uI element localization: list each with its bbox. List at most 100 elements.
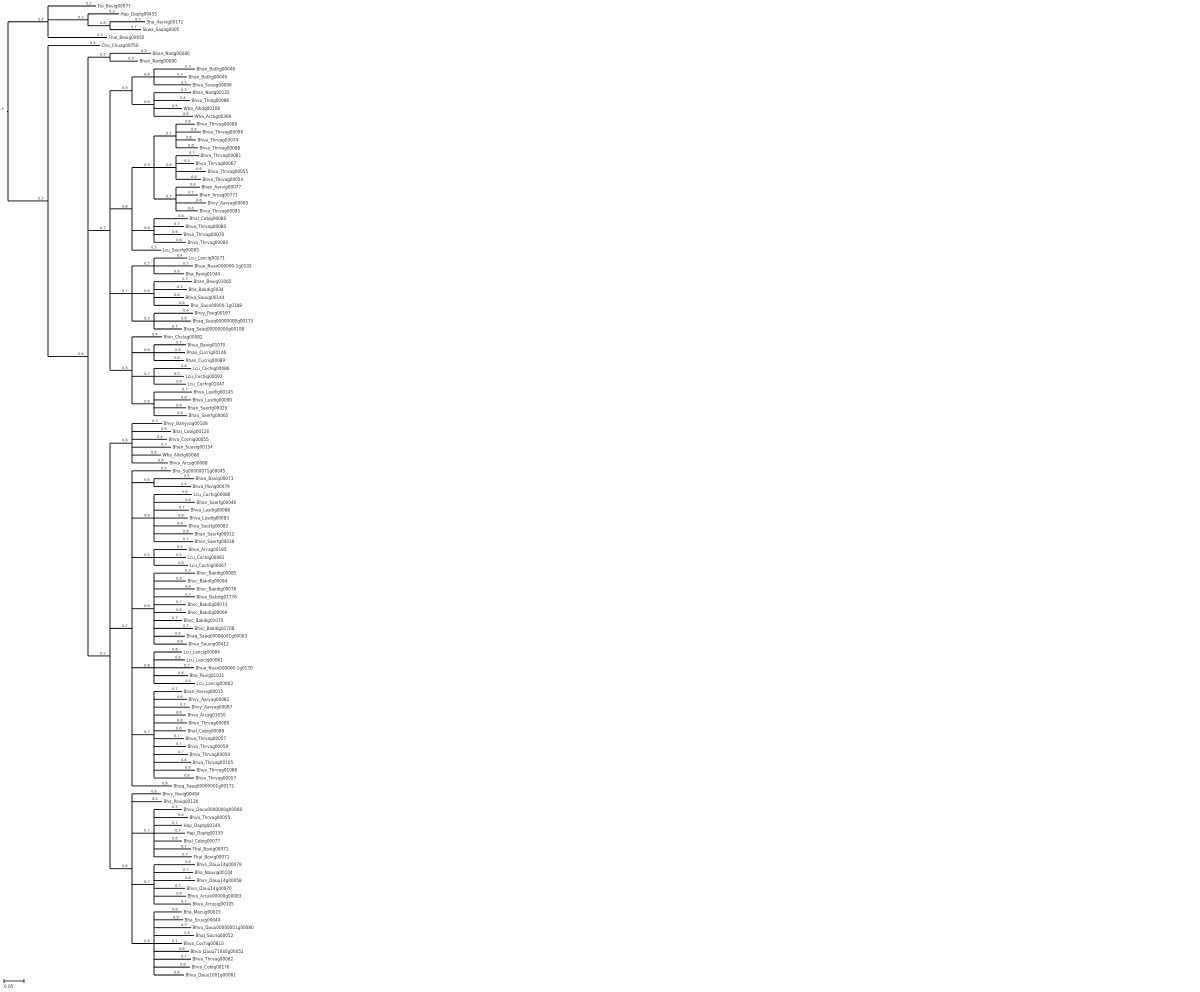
- support-value: 0.8: [185, 876, 191, 880]
- leaf-label: Bhan_Saerfg00012: [195, 531, 235, 536]
- leaf-label: Bhva_Cobig00176: [192, 965, 230, 970]
- support-value: 0.5: [144, 261, 150, 265]
- support-value: 0.6: [178, 813, 184, 817]
- leaf-label: Tro_Bovig00077: [97, 4, 132, 9]
- support-value: 0.7: [177, 285, 183, 289]
- leaf-label: Bhal_Cobig00126: [173, 429, 210, 434]
- support-value: 0.7: [122, 624, 128, 628]
- support-value: 0.7: [122, 289, 128, 293]
- leaf-label: Bhvy_Pavig00484: [163, 791, 200, 796]
- support-value: 0.7: [178, 750, 184, 754]
- leaf-label: Bhva_Thrvag00088: [189, 720, 230, 725]
- support-value: 0.7: [172, 325, 178, 329]
- support-value: 0.5: [161, 466, 167, 470]
- leaf-label: Bhva_Bavig01070: [188, 342, 226, 347]
- support-value: 0.6: [184, 931, 190, 935]
- support-value: 0.8: [179, 947, 185, 951]
- support-value: 0.6: [151, 451, 157, 455]
- support-value: 0.7: [100, 226, 106, 230]
- support-value: 0.4: [180, 96, 186, 100]
- support-value: 0.6: [144, 289, 150, 293]
- support-value: 0.7: [176, 600, 182, 604]
- support-value: 0.3: [78, 15, 84, 19]
- leaf-label: Bhal_Cobig00086: [190, 216, 227, 221]
- leaf-label: Bha_Nauvig00104: [195, 870, 233, 875]
- leaf-label: Bhan_Aarvig00015: [184, 689, 224, 694]
- support-value: 0.5: [184, 159, 190, 163]
- support-value: 0.5: [176, 553, 182, 557]
- support-value: 0.7: [181, 844, 187, 848]
- support-value: 0.6: [178, 514, 184, 518]
- support-value: 0.8: [185, 766, 191, 770]
- support-value: 0.6: [175, 632, 181, 636]
- support-value: 0.6: [172, 837, 178, 841]
- leaf-label: Bhva_Bakdig01776: [197, 594, 238, 599]
- leaf-label: Bhva_Pavig00079: [193, 484, 231, 489]
- support-value: 0.7: [182, 852, 188, 856]
- support-value: 0.6: [185, 679, 191, 683]
- support-value: 0.4: [177, 254, 183, 258]
- leaf-label: Bhsc_Bakdig00069: [188, 610, 228, 615]
- leaf-label: Bha_Sq00000071g00045: [173, 468, 226, 473]
- leaf-label: Bhva_Thrvag00059: [188, 744, 229, 749]
- leaf-label: Bhva_Dauu71040g00052: [191, 949, 244, 954]
- support-value: 0.7: [179, 506, 185, 510]
- leaf-label: Fhal_Bovig00050: [109, 35, 145, 40]
- leaf-label: Bhva_Thrvag01086: [197, 768, 238, 773]
- support-value: 0.6: [185, 860, 191, 864]
- tree-labels: 0.30.40.2Tro_Bovig000770.30.3Hap_Daptg00…: [0, 2, 254, 978]
- leaf-label: Bhva_Thrvag00057: [186, 736, 227, 741]
- leaf-label: Bhan_Saerfg00046: [197, 500, 237, 505]
- leaf-label: Bhan_Bathg00049: [189, 74, 228, 79]
- support-value: 0.8: [166, 163, 172, 167]
- support-value: 0.7: [181, 955, 187, 959]
- support-value: 0.8: [181, 758, 187, 762]
- support-value: 0.6: [172, 230, 178, 234]
- leaf-label: Bhva_Thrvag00080: [188, 240, 229, 245]
- support-value: 0.8: [177, 695, 183, 699]
- leaf-label: Bhaq_Sauq00000001g00083: [187, 634, 248, 639]
- support-value: 0.7: [188, 191, 194, 195]
- leaf-label: Hap_Daptg00144: [184, 823, 221, 828]
- leaf-label: Bhva_Thrvag00081: [201, 153, 242, 158]
- leaf-label: Bhvy_Aaryag00082: [189, 697, 230, 702]
- support-value: 0.3: [97, 33, 103, 37]
- support-value: 0.7: [166, 195, 172, 199]
- leaf-label: Bhva_Thrvag00095: [200, 208, 241, 213]
- support-value: 0.5: [174, 372, 180, 376]
- leaf-label: Bhva_Thrvag00098: [203, 130, 244, 135]
- support-value: 0.6: [183, 309, 189, 313]
- support-value: 0.7: [175, 884, 181, 888]
- tree-branches: [7, 5, 206, 976]
- support-value: 0.9: [122, 86, 128, 90]
- leaf-label: Bhsc_Bakdig00078: [197, 586, 237, 591]
- leaf-label: Bha_Sauv00000-1g0188: [191, 303, 243, 308]
- leaf-label: Bhva_Sauvig00412: [189, 642, 229, 647]
- support-value: 0.5: [144, 553, 150, 557]
- leaf-label: Hap_Daptg00135: [187, 831, 224, 836]
- support-value: 0.5: [177, 545, 183, 549]
- leaf-label: Bhan_Bavig00073: [196, 476, 234, 481]
- support-value: 0.7: [183, 537, 189, 541]
- support-value: 0.8: [174, 971, 180, 975]
- support-value: 0.5: [122, 366, 128, 370]
- leaf-label: Bhvn_Dauu14g00070: [187, 886, 232, 891]
- support-value: 0.7: [177, 72, 183, 76]
- leaf-label: Bhan_Nadg00080: [140, 59, 178, 64]
- support-value: 0.7: [181, 900, 187, 904]
- support-value: 0.7: [182, 388, 188, 392]
- support-value: 0.6: [176, 892, 182, 896]
- leaf-label: Bhsc_Bakdig01708: [195, 626, 235, 631]
- support-value: 0.7: [161, 443, 167, 447]
- leaf-label: Lcu_Saerfg00085: [163, 248, 200, 253]
- leaf-label: Bhva_Thrvag00055: [208, 169, 249, 174]
- support-value: 0.6: [177, 521, 183, 525]
- leaf-label: Wha_Alkdg00108: [184, 106, 221, 111]
- leaf-label: Bhan_Aarvig00077: [202, 185, 242, 190]
- leaf-label: Bha_Pavig00126: [164, 799, 199, 804]
- support-value: 0.5: [152, 797, 158, 801]
- leaf-label: Bhvy_Pavg00167: [195, 311, 231, 316]
- leaf-label: Bhaq_Sauq00000000g00108: [184, 327, 245, 332]
- support-value: 0.7: [182, 277, 188, 281]
